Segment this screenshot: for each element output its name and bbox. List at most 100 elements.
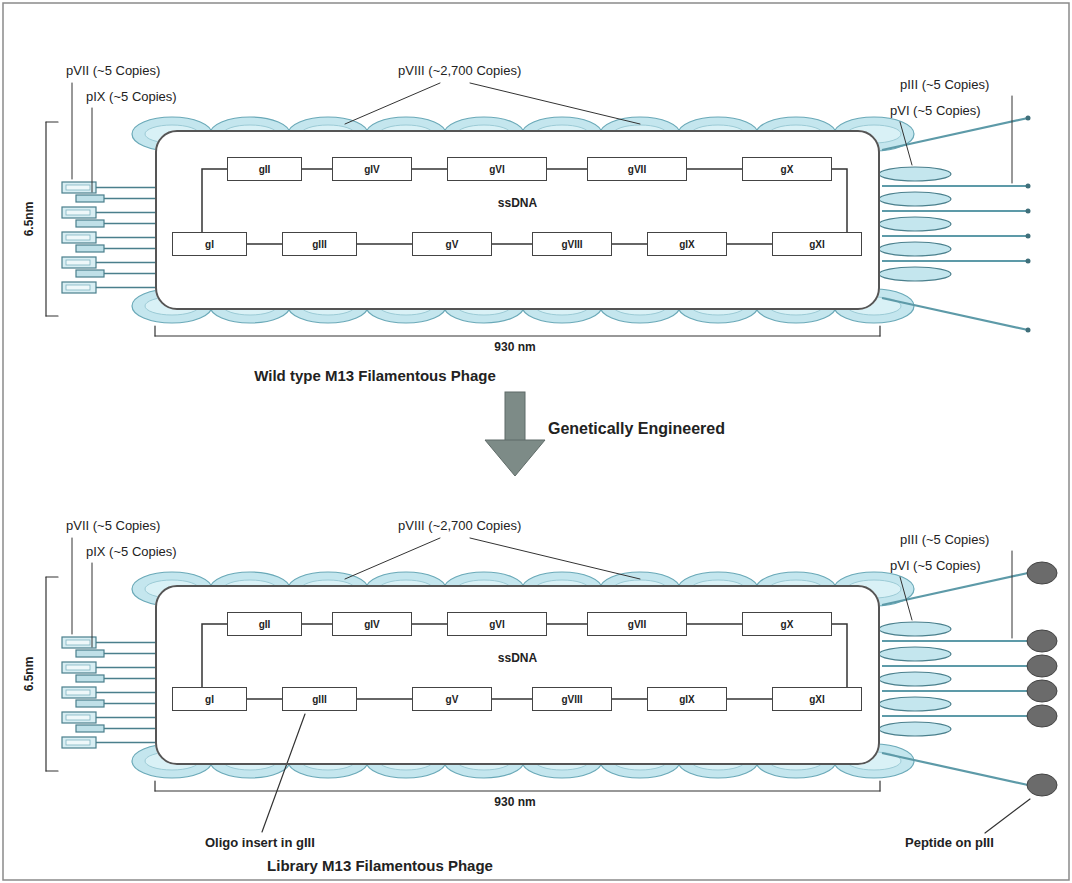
leader-line	[900, 577, 912, 620]
pvii-highlight	[66, 640, 90, 645]
protein-label: pIII (~5 Copies)	[900, 78, 989, 93]
gene-link	[247, 698, 282, 700]
pvi-protein	[879, 167, 951, 181]
pix-protein	[76, 220, 104, 227]
pix-stalk	[104, 248, 155, 250]
gene-box: gX	[742, 612, 832, 636]
leader-line	[72, 538, 73, 634]
piii-tip	[1026, 328, 1031, 333]
gene-link	[832, 169, 847, 232]
gene-box: gII	[227, 612, 302, 636]
gene-name: gX	[781, 619, 794, 630]
dimension-bracket	[154, 781, 155, 791]
displayed-peptide	[1027, 680, 1057, 702]
gene-name: gXI	[809, 239, 825, 250]
gene-name: gV	[446, 694, 459, 705]
pix-stalk	[104, 703, 155, 705]
piii-stalk	[882, 715, 1028, 717]
pvi-protein	[879, 722, 951, 736]
protein-label: pVI (~5 Copies)	[890, 104, 981, 119]
piii-stalk	[882, 260, 1028, 262]
gene-link	[202, 624, 227, 687]
pvii-protein	[62, 637, 96, 648]
piii-tip	[1026, 234, 1031, 239]
gene-box: gV	[412, 687, 492, 711]
pix-protein	[76, 195, 104, 202]
pvii-highlight	[66, 715, 90, 720]
pvii-stalk	[96, 287, 155, 289]
pix-protein	[76, 700, 104, 707]
gene-box: gIV	[332, 612, 412, 636]
dimension-label: 6.5nm	[23, 657, 37, 692]
pvii-highlight	[66, 210, 90, 215]
gene-box: gXI	[772, 687, 862, 711]
dimension-bracket	[46, 770, 58, 771]
gene-link	[302, 623, 332, 625]
gene-link	[612, 243, 647, 245]
dimension-bracket	[46, 315, 58, 316]
piii-stalk	[882, 690, 1028, 692]
dimension-bracket	[45, 577, 46, 771]
leader-line	[262, 714, 305, 832]
pix-protein	[76, 725, 104, 732]
pvii-stalk	[96, 742, 155, 744]
pvii-highlight	[66, 185, 90, 190]
protein-label: pIX (~5 Copies)	[86, 545, 177, 560]
pvi-protein	[879, 192, 951, 206]
piii-stalk	[882, 185, 1028, 187]
gene-box: gVIII	[532, 687, 612, 711]
pvii-protein	[62, 282, 96, 293]
gene-link	[547, 623, 587, 625]
gene-name: gVII	[628, 164, 646, 175]
gene-name: gII	[259, 164, 271, 175]
gene-link	[492, 243, 532, 245]
genome-box: ssDNAgIIgIVgVIgVIIgXgIgIIIgVgVIIIgIXgXI	[155, 585, 880, 765]
leader-line	[92, 108, 93, 192]
leader-line	[345, 83, 440, 124]
dimension-bracket	[155, 790, 880, 791]
gene-box: gVI	[447, 157, 547, 181]
pvi-protein	[879, 697, 951, 711]
gene-name: gIV	[364, 619, 380, 630]
gene-name: gVIII	[561, 694, 582, 705]
pix-stalk	[104, 678, 155, 680]
pvii-stalk	[96, 667, 155, 669]
pvii-protein	[62, 182, 96, 193]
gene-name: gIV	[364, 164, 380, 175]
leader-line	[1012, 551, 1013, 638]
protein-label: pVIII (~2,700 Copies)	[398, 519, 521, 534]
gene-link	[687, 623, 742, 625]
dimension-bracket	[45, 122, 46, 316]
gene-link	[612, 698, 647, 700]
pvii-stalk	[96, 187, 155, 189]
gene-box: gIV	[332, 157, 412, 181]
protein-label: pVI (~5 Copies)	[890, 559, 981, 574]
gene-box: gXI	[772, 232, 862, 256]
gene-box: gVII	[587, 157, 687, 181]
gene-box: gIX	[647, 232, 727, 256]
pvii-highlight	[66, 260, 90, 265]
process-arrow-head	[485, 440, 545, 476]
leader-line	[470, 83, 640, 124]
piii-stalk	[882, 753, 1028, 785]
gene-box: gVI	[447, 612, 547, 636]
gene-name: gI	[205, 694, 214, 705]
dimension-bracket	[879, 326, 880, 336]
dimension-label: 6.5nm	[23, 202, 37, 237]
displayed-peptide	[1027, 562, 1057, 584]
displayed-peptide	[1027, 705, 1057, 727]
dimension-bracket	[46, 576, 58, 577]
genome-label: ssDNA	[498, 196, 537, 210]
piii-tip	[1026, 116, 1031, 121]
protein-label: pVII (~5 Copies)	[66, 519, 160, 534]
picture-frame	[3, 3, 1069, 880]
pvii-highlight	[66, 690, 90, 695]
phage-title: Library M13 Filamentous Phage	[267, 857, 493, 874]
gene-name: gIX	[679, 694, 695, 705]
gene-link	[832, 624, 847, 687]
protein-label: pVIII (~2,700 Copies)	[398, 64, 521, 79]
gene-link	[492, 698, 532, 700]
gene-link	[357, 698, 412, 700]
